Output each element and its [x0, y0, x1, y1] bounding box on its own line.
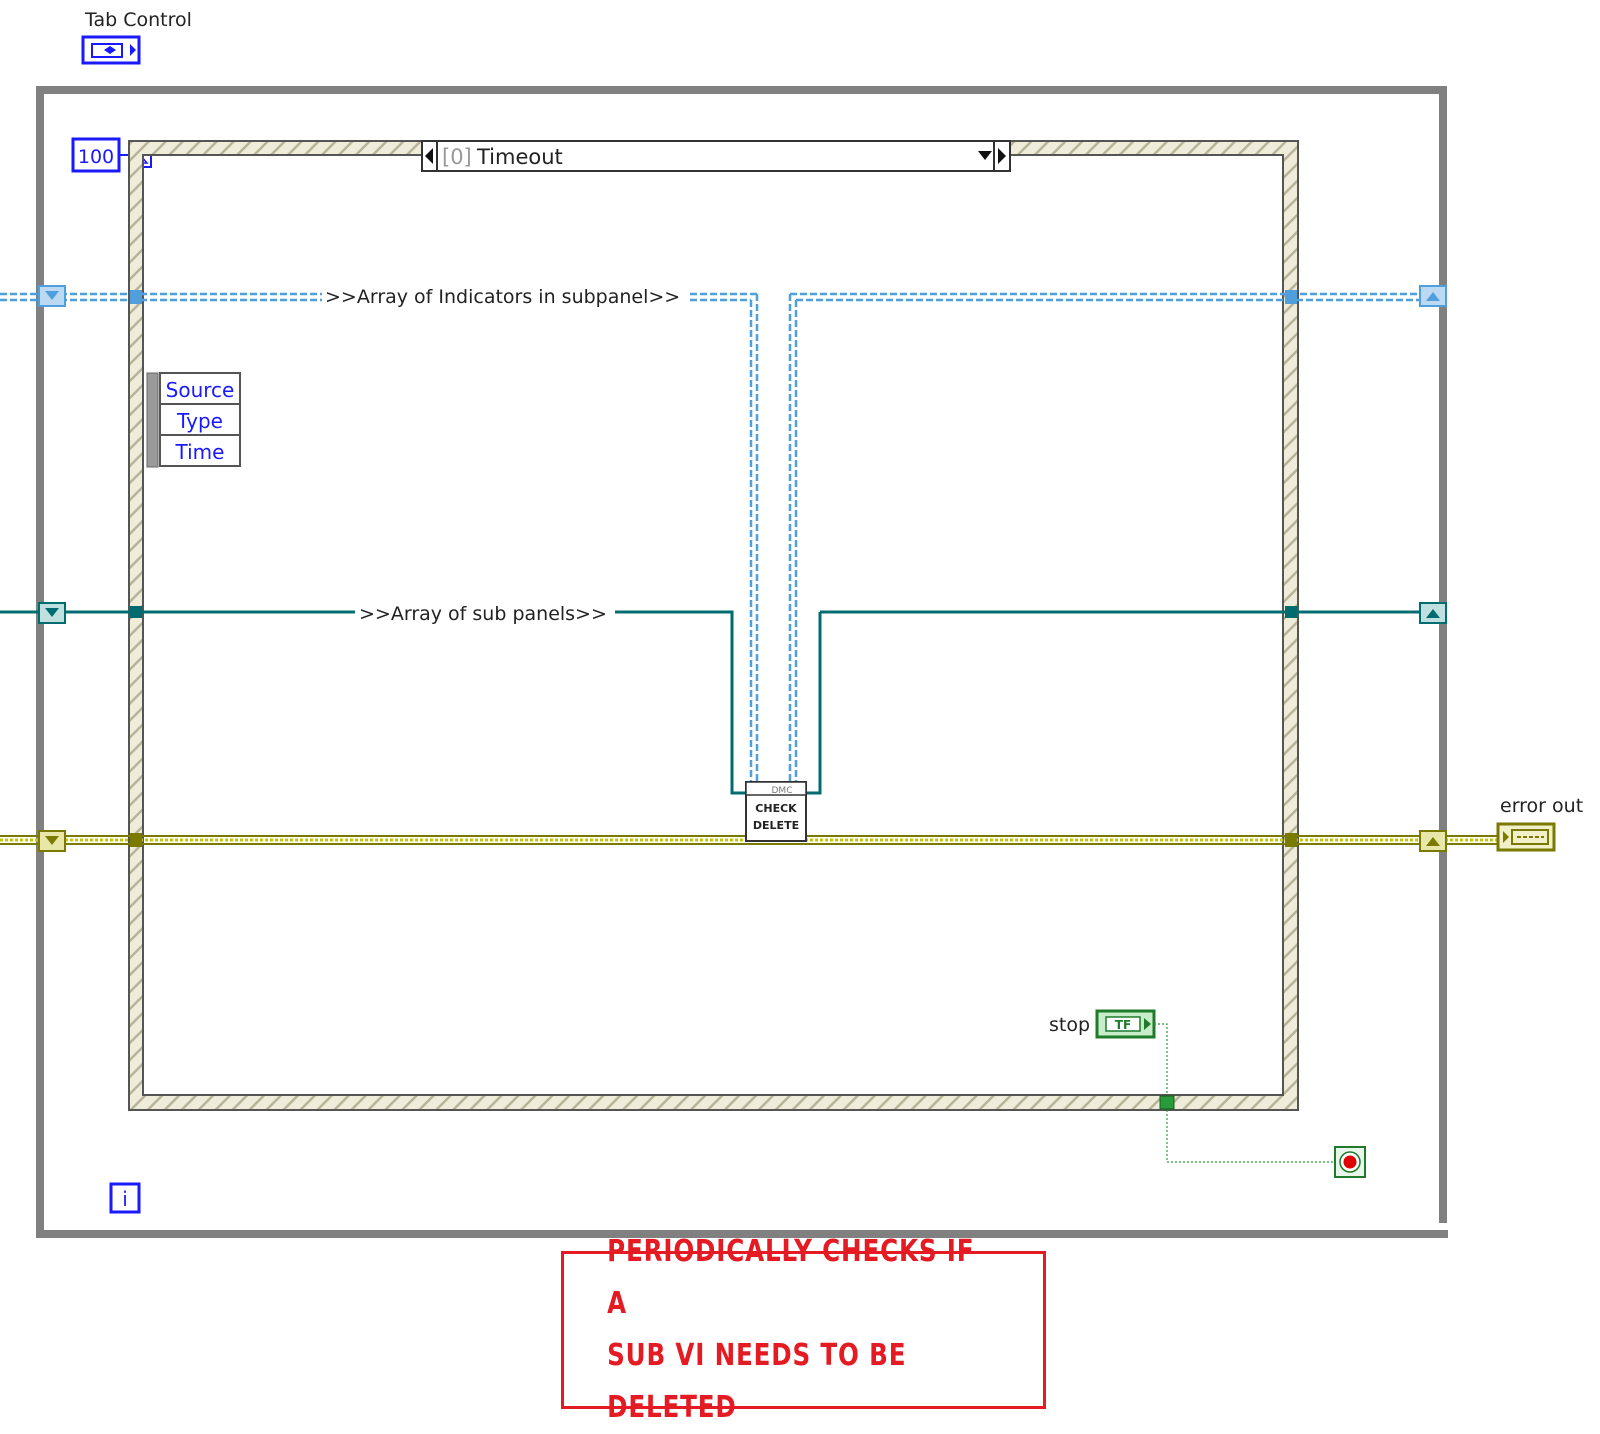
svg-text:i: i	[122, 1187, 128, 1211]
subvi-line1: CHECK	[755, 802, 797, 815]
stop-label: stop	[1049, 1014, 1090, 1036]
shift-register-right-error[interactable]	[1419, 830, 1447, 852]
stop-constant-text: TF	[1115, 1018, 1131, 1032]
next-case-arrow-icon	[998, 148, 1006, 164]
subvi-header: DMC	[772, 786, 793, 796]
event-field-type: Type	[176, 409, 223, 433]
error-out-indicator[interactable]	[1496, 822, 1556, 852]
shift-register-left-error[interactable]	[38, 830, 66, 852]
case-selector[interactable]: [0] Timeout	[421, 140, 1011, 172]
tunnel	[1159, 1095, 1175, 1110]
wire-label-indicators: >>Array of Indicators in subpanel>>	[325, 286, 680, 308]
tunnel	[130, 290, 1297, 847]
up-arrow-icon	[1426, 837, 1440, 846]
prev-case-arrow-icon	[425, 148, 433, 164]
event-field-time: Time	[175, 440, 225, 464]
callout-note: PERIODICALLY CHECKS IF A SUB VI NEEDS TO…	[561, 1234, 1046, 1425]
stop-constant[interactable]: TF	[1095, 1009, 1156, 1039]
event-data-node[interactable]: Source Type Time	[146, 372, 241, 468]
up-arrow-icon	[1426, 609, 1440, 618]
while-loop[interactable]	[36, 86, 1448, 1238]
dropdown-arrow-icon	[978, 151, 992, 160]
shift-register-left-indicators[interactable]	[38, 285, 66, 307]
shift-register-right-subpanels[interactable]	[1419, 602, 1447, 624]
shift-register-right-indicators[interactable]	[1419, 285, 1447, 307]
arrow-right-icon	[1144, 1018, 1151, 1030]
shift-register-left-subpanels[interactable]	[38, 602, 66, 624]
down-arrow-icon	[45, 836, 59, 845]
down-arrow-icon	[45, 291, 59, 300]
wire-subpanels-array[interactable]	[0, 610, 1422, 795]
error-out-label: error out	[1500, 795, 1583, 817]
callout-line-1: PERIODICALLY CHECKS IF A	[607, 1234, 975, 1321]
event-field-source: Source	[166, 378, 235, 402]
down-arrow-icon	[45, 608, 59, 617]
case-name: Timeout	[476, 145, 563, 169]
wire-stop-boolean[interactable]	[1154, 1023, 1335, 1163]
tab-control-terminal[interactable]	[81, 35, 141, 65]
arrow-right-icon	[1503, 831, 1509, 843]
up-arrow-icon	[1426, 292, 1440, 301]
subvi-line2: DELETE	[753, 819, 799, 832]
wire-label-subpanels: >>Array of sub panels>>	[359, 603, 607, 625]
tab-control-label: Tab Control	[84, 9, 192, 31]
timeout-value: 100	[78, 146, 114, 168]
callout-line-2: SUB VI NEEDS TO BE DELETED	[607, 1338, 907, 1425]
check-delete-subvi[interactable]: DMC CHECK DELETE	[745, 781, 807, 842]
loop-condition-icon[interactable]	[1334, 1146, 1366, 1178]
timeout-constant[interactable]: 100	[71, 137, 121, 173]
iteration-terminal-icon: i	[109, 1182, 141, 1214]
case-index: [0]	[442, 145, 472, 169]
wire-indicators-array[interactable]	[0, 292, 1422, 790]
event-structure[interactable]	[128, 140, 1299, 1111]
